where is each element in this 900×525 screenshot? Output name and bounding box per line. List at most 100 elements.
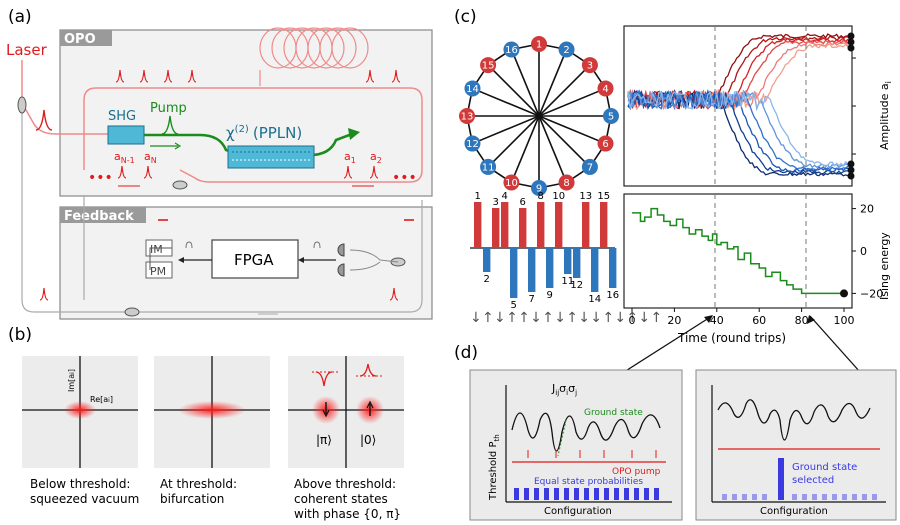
graph-node-label: 14 bbox=[466, 84, 479, 95]
landscape-left: Threshold Pth Jijσiσj Ground state OPO p… bbox=[469, 369, 683, 521]
graph-node bbox=[503, 174, 520, 191]
energy-tick-label: 20 bbox=[860, 203, 874, 216]
spin-bar-label: 16 bbox=[606, 290, 619, 301]
feedback-fiber bbox=[21, 110, 423, 313]
injection-pulse-icon bbox=[389, 287, 399, 301]
amplitude-end-dot bbox=[847, 166, 855, 174]
spin-bar-label: 14 bbox=[588, 294, 601, 305]
cavity-pulses bbox=[115, 69, 401, 179]
energy-tick-label: −20 bbox=[860, 287, 883, 300]
graph-node-label: 8 bbox=[563, 178, 569, 189]
time-tick-label: 20 bbox=[667, 314, 681, 327]
spin-bar bbox=[546, 248, 554, 288]
coupler-icon bbox=[17, 96, 27, 114]
graph-node bbox=[531, 180, 547, 196]
ket-pi: |π⟩ bbox=[316, 433, 332, 447]
graph-node bbox=[464, 80, 481, 97]
pulse-dots-right: ••• bbox=[392, 170, 417, 186]
graph-node-label: 12 bbox=[466, 139, 479, 150]
pump-pulse-icon bbox=[161, 115, 179, 135]
graph-edge bbox=[510, 49, 568, 183]
spin-arrows: ↓↑↓↑↑↓↑↓↑↓↓↑↓↑↓↑ bbox=[470, 310, 663, 326]
pointer-arrow-icon bbox=[809, 315, 861, 373]
time-tick-label: 0 bbox=[629, 314, 636, 327]
pulse-label-a1: a1 bbox=[344, 150, 356, 165]
graph-node-label: 13 bbox=[461, 112, 474, 123]
amplitude-end-dot bbox=[847, 44, 855, 52]
spin-bar-label: 12 bbox=[570, 280, 583, 291]
spin-bar bbox=[519, 208, 527, 248]
graph-node bbox=[597, 135, 614, 152]
caption-at: At threshold:bifurcation bbox=[160, 477, 237, 506]
spin-bar bbox=[600, 202, 608, 248]
spin-bar-label: 7 bbox=[529, 294, 535, 305]
pointer-arrow-icon bbox=[623, 315, 713, 373]
configuration-xlabel: Configuration bbox=[544, 506, 612, 517]
pulse-label-aN-1: aN-1 bbox=[114, 150, 135, 165]
energy-series bbox=[632, 207, 844, 295]
spin-bar-label: 11 bbox=[561, 276, 574, 287]
threshold-ylabel: Threshold Pth bbox=[488, 434, 501, 501]
graph-node-label: 4 bbox=[602, 84, 608, 95]
time-tick-label: 60 bbox=[752, 314, 766, 327]
spin-bar-label: 9 bbox=[547, 290, 553, 301]
graph-node-label: 3 bbox=[587, 61, 593, 72]
coupler-icon bbox=[124, 307, 140, 317]
modulator-link bbox=[149, 247, 172, 270]
amplitude-series bbox=[627, 41, 851, 111]
shg-crystal bbox=[107, 125, 145, 145]
panel-label-b: (b) bbox=[8, 325, 32, 345]
graph-node-label: 7 bbox=[587, 162, 593, 173]
detector-icons bbox=[337, 243, 345, 277]
configuration-xlabel: Configuration bbox=[760, 506, 828, 517]
spin-bar bbox=[528, 248, 536, 292]
chi-label: χ(2)(PPLN) bbox=[226, 124, 302, 142]
opo-pump-label: OPO pump bbox=[612, 467, 661, 477]
phase-plot-below: Re[ai] Im[ai] bbox=[22, 356, 138, 468]
cavity-loop bbox=[83, 87, 423, 183]
graph-node-label: 6 bbox=[602, 139, 608, 150]
graph-node-label: 16 bbox=[505, 45, 518, 56]
amplitude-end-dot bbox=[847, 38, 855, 46]
energy-ylabel: Ising energy bbox=[878, 232, 891, 300]
amplitude-end-dot bbox=[847, 160, 855, 168]
spin-bar bbox=[510, 248, 518, 298]
spin-bar bbox=[564, 248, 572, 274]
spin-bar bbox=[483, 248, 491, 272]
signal-pulse-icon bbox=[185, 241, 193, 249]
signal-pulse-icon bbox=[313, 241, 321, 249]
spin-bar bbox=[591, 248, 599, 292]
spin-bar bbox=[537, 202, 545, 248]
panel-label-c: (c) bbox=[454, 7, 477, 27]
im-label: IM bbox=[150, 243, 163, 256]
spin-bar-label: 15 bbox=[597, 191, 610, 202]
pulse-label-a2: a2 bbox=[370, 150, 382, 165]
pulse-label-aN: aN bbox=[144, 150, 157, 165]
homodyne-fiber bbox=[349, 249, 399, 271]
pointer-arrow-head-icon bbox=[704, 315, 713, 323]
amplitude-ylabel: Amplitude ai bbox=[878, 81, 893, 150]
graph-node bbox=[597, 80, 614, 97]
phase-plot-above: |π⟩ |0⟩ bbox=[288, 356, 404, 468]
time-xlabel: Time (round trips) bbox=[677, 331, 786, 345]
fpga-out-arrow-head-icon bbox=[178, 257, 184, 263]
amplitude-series bbox=[627, 90, 851, 169]
spin-bar-label: 1 bbox=[475, 191, 481, 202]
pointer-arrow-head-icon bbox=[807, 315, 815, 324]
graph-node bbox=[531, 36, 547, 52]
energy-end-dot bbox=[840, 289, 848, 298]
spin-bar bbox=[555, 202, 563, 248]
shg-label: SHG bbox=[108, 109, 136, 124]
coupling-label: Jijσiσj bbox=[551, 382, 577, 397]
feedback-title: Feedback bbox=[64, 209, 134, 224]
pm-box bbox=[145, 261, 173, 279]
ket-zero: |0⟩ bbox=[360, 433, 376, 447]
fiber-coil bbox=[259, 27, 369, 69]
graph-node-label: 9 bbox=[536, 184, 542, 195]
spin-bar bbox=[474, 202, 482, 248]
spin-bar-label: 2 bbox=[484, 274, 490, 285]
